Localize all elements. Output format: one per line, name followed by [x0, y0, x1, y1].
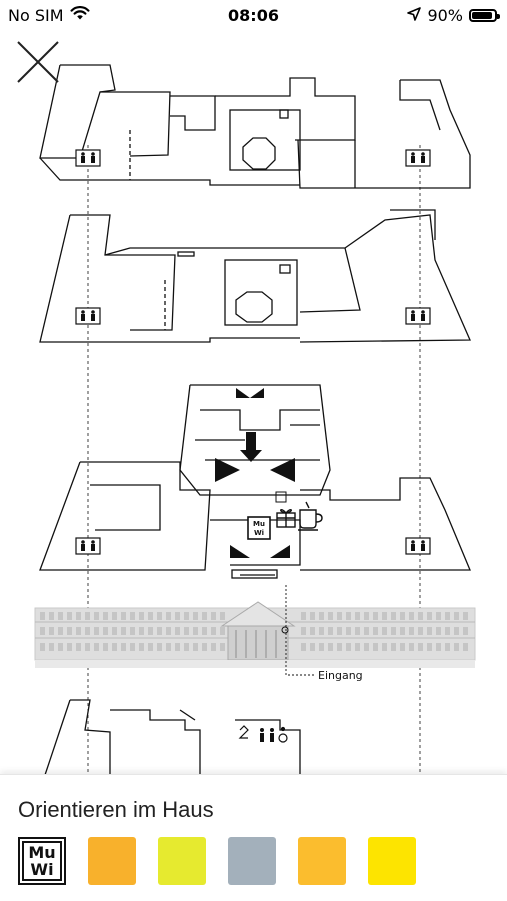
close-button[interactable]: [16, 40, 60, 84]
floor-2-plan: [39, 209, 471, 343]
elevator-icon-right-f2[interactable]: [405, 307, 431, 325]
toilet-icon[interactable]: [260, 728, 274, 742]
building-facade: [34, 601, 476, 668]
floor-3-plan: [39, 64, 471, 189]
status-right: 90%: [407, 6, 500, 25]
elevator-icon-right-f3[interactable]: [405, 149, 431, 167]
floor-swatch-3[interactable]: [228, 837, 276, 885]
status-left: No SIM: [8, 6, 90, 25]
orientation-panel: Orientieren im Haus Mu Wi: [0, 774, 507, 901]
muwi-logo-bottom: Wi: [30, 860, 54, 879]
facade-windows: [40, 612, 468, 651]
muwi-marker-bottom: Wi: [254, 529, 264, 537]
coat-hanger-icon: [238, 725, 249, 739]
elevator-icon-left-f3[interactable]: [75, 149, 101, 167]
floor-swatch-1[interactable]: [88, 837, 136, 885]
muwi-marker-top: Mu: [253, 520, 265, 528]
elevator-icon-right-f1[interactable]: [405, 537, 431, 555]
floor-1-plan: [39, 384, 471, 579]
muwi-logo-button[interactable]: Mu Wi: [18, 837, 66, 885]
battery-icon: [469, 9, 500, 22]
wifi-icon: [70, 6, 90, 25]
cafe-cup-icon[interactable]: [298, 501, 323, 531]
location-arrow-icon: [407, 6, 422, 25]
panel-title: Orientieren im Haus: [18, 797, 214, 822]
elevator-icon-left-f1[interactable]: [75, 537, 101, 555]
close-icon: [17, 41, 59, 83]
basement-plan: [44, 699, 301, 775]
locker-icon: [275, 491, 287, 503]
elevator-icon-left-f2[interactable]: [75, 307, 101, 325]
status-bar: No SIM 08:06 90%: [0, 0, 507, 30]
battery-cap: [497, 14, 500, 19]
muwi-map-marker[interactable]: Mu Wi: [247, 516, 271, 540]
wheelchair-icon[interactable]: [278, 726, 288, 743]
floor-plan-drawing: Eingang Mu Wi: [34, 64, 476, 775]
floor-swatches: Mu Wi: [18, 837, 416, 885]
muwi-logo-top: Mu: [28, 843, 56, 862]
entrance-label: Eingang: [318, 669, 363, 682]
status-time: 08:06: [228, 6, 279, 25]
floor-swatch-5[interactable]: [368, 837, 416, 885]
floor-plan-map[interactable]: Eingang Mu Wi: [0, 30, 507, 775]
floor-swatch-4[interactable]: [298, 837, 346, 885]
floor-swatch-2[interactable]: [158, 837, 206, 885]
battery-percent: 90%: [427, 6, 463, 25]
battery-fill: [472, 12, 492, 19]
carrier-label: No SIM: [8, 6, 64, 25]
gift-shop-icon[interactable]: [276, 508, 296, 528]
